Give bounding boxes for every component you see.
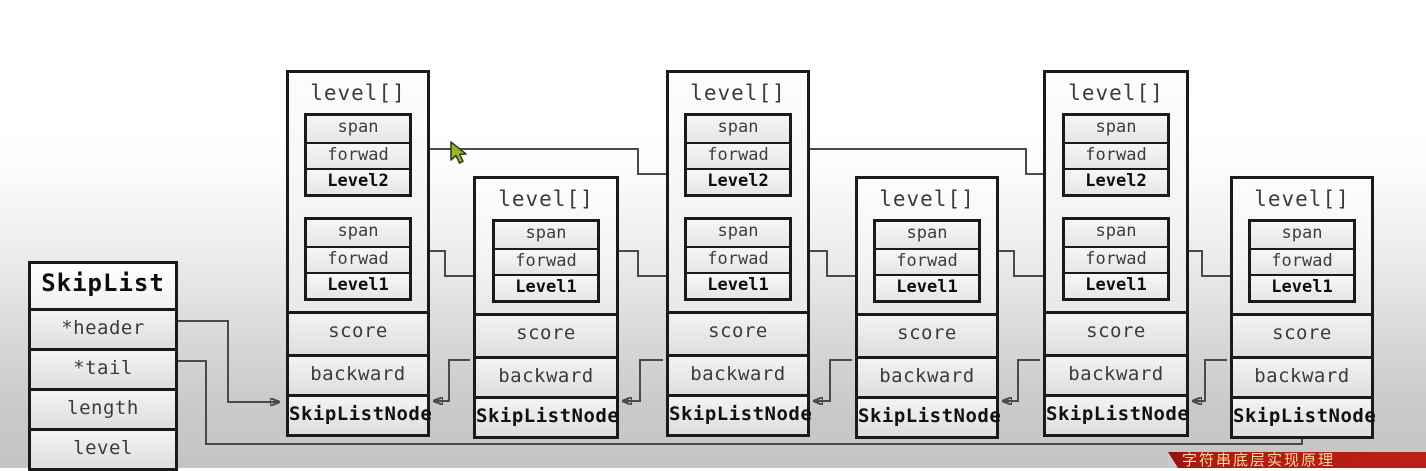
level-array-label-6: level[] — [1254, 187, 1350, 211]
level1-group-6[interactable]: span forwad Level1 — [1248, 219, 1356, 303]
span-cell: span — [1065, 220, 1167, 246]
score-row: score — [289, 314, 427, 354]
level-label-cell: Level2 — [687, 168, 789, 194]
score-row: score — [669, 314, 807, 354]
forward-cell: forwad — [495, 248, 597, 274]
span-cell: span — [1065, 116, 1167, 142]
score-row: score — [1046, 314, 1186, 354]
wire-level2-n1-n3 — [395, 148, 686, 174]
skiplist-field-tail: *tail — [31, 348, 175, 388]
level-label-cell: Level2 — [1065, 168, 1167, 194]
node-type-row: SkipListNode — [1046, 394, 1189, 434]
skiplist-title: SkipList — [31, 264, 175, 308]
node-type-row: SkipListNode — [669, 394, 812, 434]
span-cell: span — [687, 220, 789, 246]
span-cell: span — [307, 220, 409, 246]
node-tail-rows: score backward SkipListNode — [669, 314, 812, 434]
level1-group-2[interactable]: span forwad Level1 — [492, 219, 600, 303]
level-label-cell: Level1 — [687, 272, 789, 298]
level-array-3: level[] span forwad Level2 span forwad L… — [669, 73, 807, 314]
span-cell: span — [1251, 222, 1353, 248]
forward-cell: forwad — [1251, 248, 1353, 274]
skiplistnode-2[interactable]: level[] span forwad Level1 score backwar… — [473, 176, 619, 439]
level-gap — [289, 197, 427, 217]
level-label-cell: Level1 — [876, 274, 978, 300]
level-array-label-1: level[] — [310, 81, 406, 105]
score-row: score — [476, 316, 616, 356]
level-array-1: level[] span forwad Level2 span forwad L… — [289, 73, 427, 314]
score-row: score — [858, 316, 996, 356]
span-cell: span — [495, 222, 597, 248]
level-array-label-2: level[] — [498, 187, 594, 211]
backward-row: backward — [476, 356, 616, 396]
banner-text: 字符串底层实现原理 — [1182, 452, 1336, 468]
wire-backward-n5-n4 — [1003, 359, 1040, 401]
level-array-2: level[] span forwad Level1 — [476, 179, 616, 316]
mouse-cursor-icon — [450, 141, 467, 164]
wire-backward-n3-n2 — [623, 359, 663, 401]
wire-backward-n2-n1 — [434, 359, 470, 401]
span-cell: span — [687, 116, 789, 142]
skiplistnode-1[interactable]: level[] span forwad Level2 span forwad L… — [286, 70, 432, 437]
level1-group-5[interactable]: span forwad Level1 — [1062, 217, 1170, 301]
span-cell: span — [876, 222, 978, 248]
skiplistnode-4[interactable]: level[] span forwad Level1 score backwar… — [855, 176, 1001, 439]
banner-corner-notch — [1168, 452, 1178, 468]
level-array-label-5: level[] — [1068, 81, 1164, 105]
node-tail-rows: score backward SkipListNode — [1233, 316, 1376, 436]
skiplist-field-header: *header — [31, 308, 175, 348]
level-label-cell: Level1 — [1251, 274, 1353, 300]
skiplist-struct[interactable]: SkipList *header *tail length level — [28, 261, 178, 471]
node-type-row: SkipListNode — [858, 396, 1001, 436]
level-label-cell: Level1 — [307, 272, 409, 298]
node-type-row: SkipListNode — [289, 394, 432, 434]
forward-cell: forwad — [307, 142, 409, 168]
level-label-cell: Level1 — [1065, 272, 1167, 298]
bottom-banner: 字符串底层实现原理 — [1168, 452, 1426, 468]
node-tail-rows: score backward SkipListNode — [858, 316, 1001, 436]
forward-cell: forwad — [876, 248, 978, 274]
backward-row: backward — [1046, 354, 1186, 394]
level-gap — [1046, 197, 1186, 217]
node-tail-rows: score backward SkipListNode — [1046, 314, 1189, 434]
skiplistnode-5[interactable]: level[] span forwad Level2 span forwad L… — [1043, 70, 1189, 437]
level2-group-3[interactable]: span forwad Level2 — [684, 113, 792, 197]
node-type-row: SkipListNode — [1233, 396, 1376, 436]
skiplist-field-level: level — [31, 428, 175, 468]
level1-group-3[interactable]: span forwad Level1 — [684, 217, 792, 301]
wire-backward-n4-n3 — [814, 359, 852, 401]
level2-group-5[interactable]: span forwad Level2 — [1062, 113, 1170, 197]
forward-cell: forwad — [1065, 246, 1167, 272]
level-array-label-3: level[] — [690, 81, 786, 105]
skiplistnode-3[interactable]: level[] span forwad Level2 span forwad L… — [666, 70, 812, 437]
backward-row: backward — [289, 354, 427, 394]
node-tail-rows: score backward SkipListNode — [476, 316, 619, 436]
backward-row: backward — [1233, 356, 1371, 396]
level-label-cell: Level2 — [307, 168, 409, 194]
skiplist-field-length: length — [31, 388, 175, 428]
level1-group-4[interactable]: span forwad Level1 — [873, 219, 981, 303]
node-type-row: SkipListNode — [476, 396, 619, 436]
skiplistnode-6[interactable]: level[] span forwad Level1 score backwar… — [1230, 176, 1376, 439]
level-gap — [669, 197, 807, 217]
wire-backward-n6-n5 — [1193, 359, 1227, 401]
backward-row: backward — [669, 354, 807, 394]
node-tail-rows: score backward SkipListNode — [289, 314, 432, 434]
score-row: score — [1233, 316, 1371, 356]
wire-header-to-node1 — [178, 320, 279, 402]
forward-cell: forwad — [307, 246, 409, 272]
level2-group-1[interactable]: span forwad Level2 — [304, 113, 412, 197]
forward-cell: forwad — [687, 142, 789, 168]
level1-group-1[interactable]: span forwad Level1 — [304, 217, 412, 301]
forward-cell: forwad — [1065, 142, 1167, 168]
level-array-label-4: level[] — [879, 187, 975, 211]
level-label-cell: Level1 — [495, 274, 597, 300]
backward-row: backward — [858, 356, 996, 396]
wire-level2-n3-n5 — [775, 148, 1063, 174]
span-cell: span — [307, 116, 409, 142]
level-array-5: level[] span forwad Level2 span forwad L… — [1046, 73, 1186, 314]
forward-cell: forwad — [687, 246, 789, 272]
level-array-6: level[] span forwad Level1 — [1233, 179, 1371, 316]
level-array-4: level[] span forwad Level1 — [858, 179, 996, 316]
